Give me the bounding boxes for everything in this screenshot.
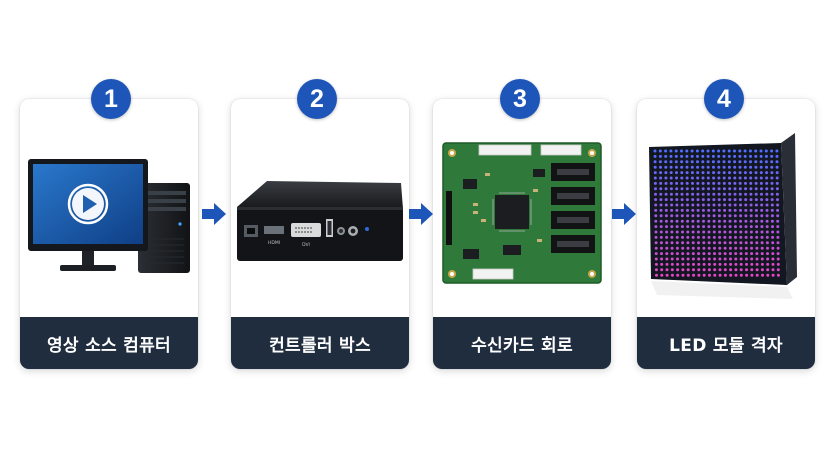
arrow-step-2-to-3-icon [409,202,433,226]
led-module-icon [637,99,815,317]
controller-box-icon: HDMI DVI [231,99,409,317]
step-1-badge: 1 [91,79,131,119]
desktop-computer-icon [20,99,198,317]
step-2-label: 컨트롤러 박스 [231,317,409,369]
step-3-badge: 3 [500,79,540,119]
arrow-step-1-to-2-icon [202,202,226,226]
dvi-port-label: DVI [302,242,310,248]
step-4-card: LED 모듈 격자 [637,99,815,369]
step-4-label: LED 모듈 격자 [637,317,815,369]
step-3-label: 수신카드 회로 [433,317,611,369]
step-2-card: HDMI DVI 컨트롤러 박스 [231,99,409,369]
arrow-step-3-to-4-icon [612,202,636,226]
step-2-badge: 2 [297,79,337,119]
step-1-label: 영상 소스 컴퓨터 [20,317,198,369]
receiving-card-icon [433,99,611,317]
step-1-card: 영상 소스 컴퓨터 [20,99,198,369]
step-4-badge: 4 [704,79,744,119]
hdmi-port-label: HDMI [268,240,280,246]
step-3-card: 수신카드 회로 [433,99,611,369]
